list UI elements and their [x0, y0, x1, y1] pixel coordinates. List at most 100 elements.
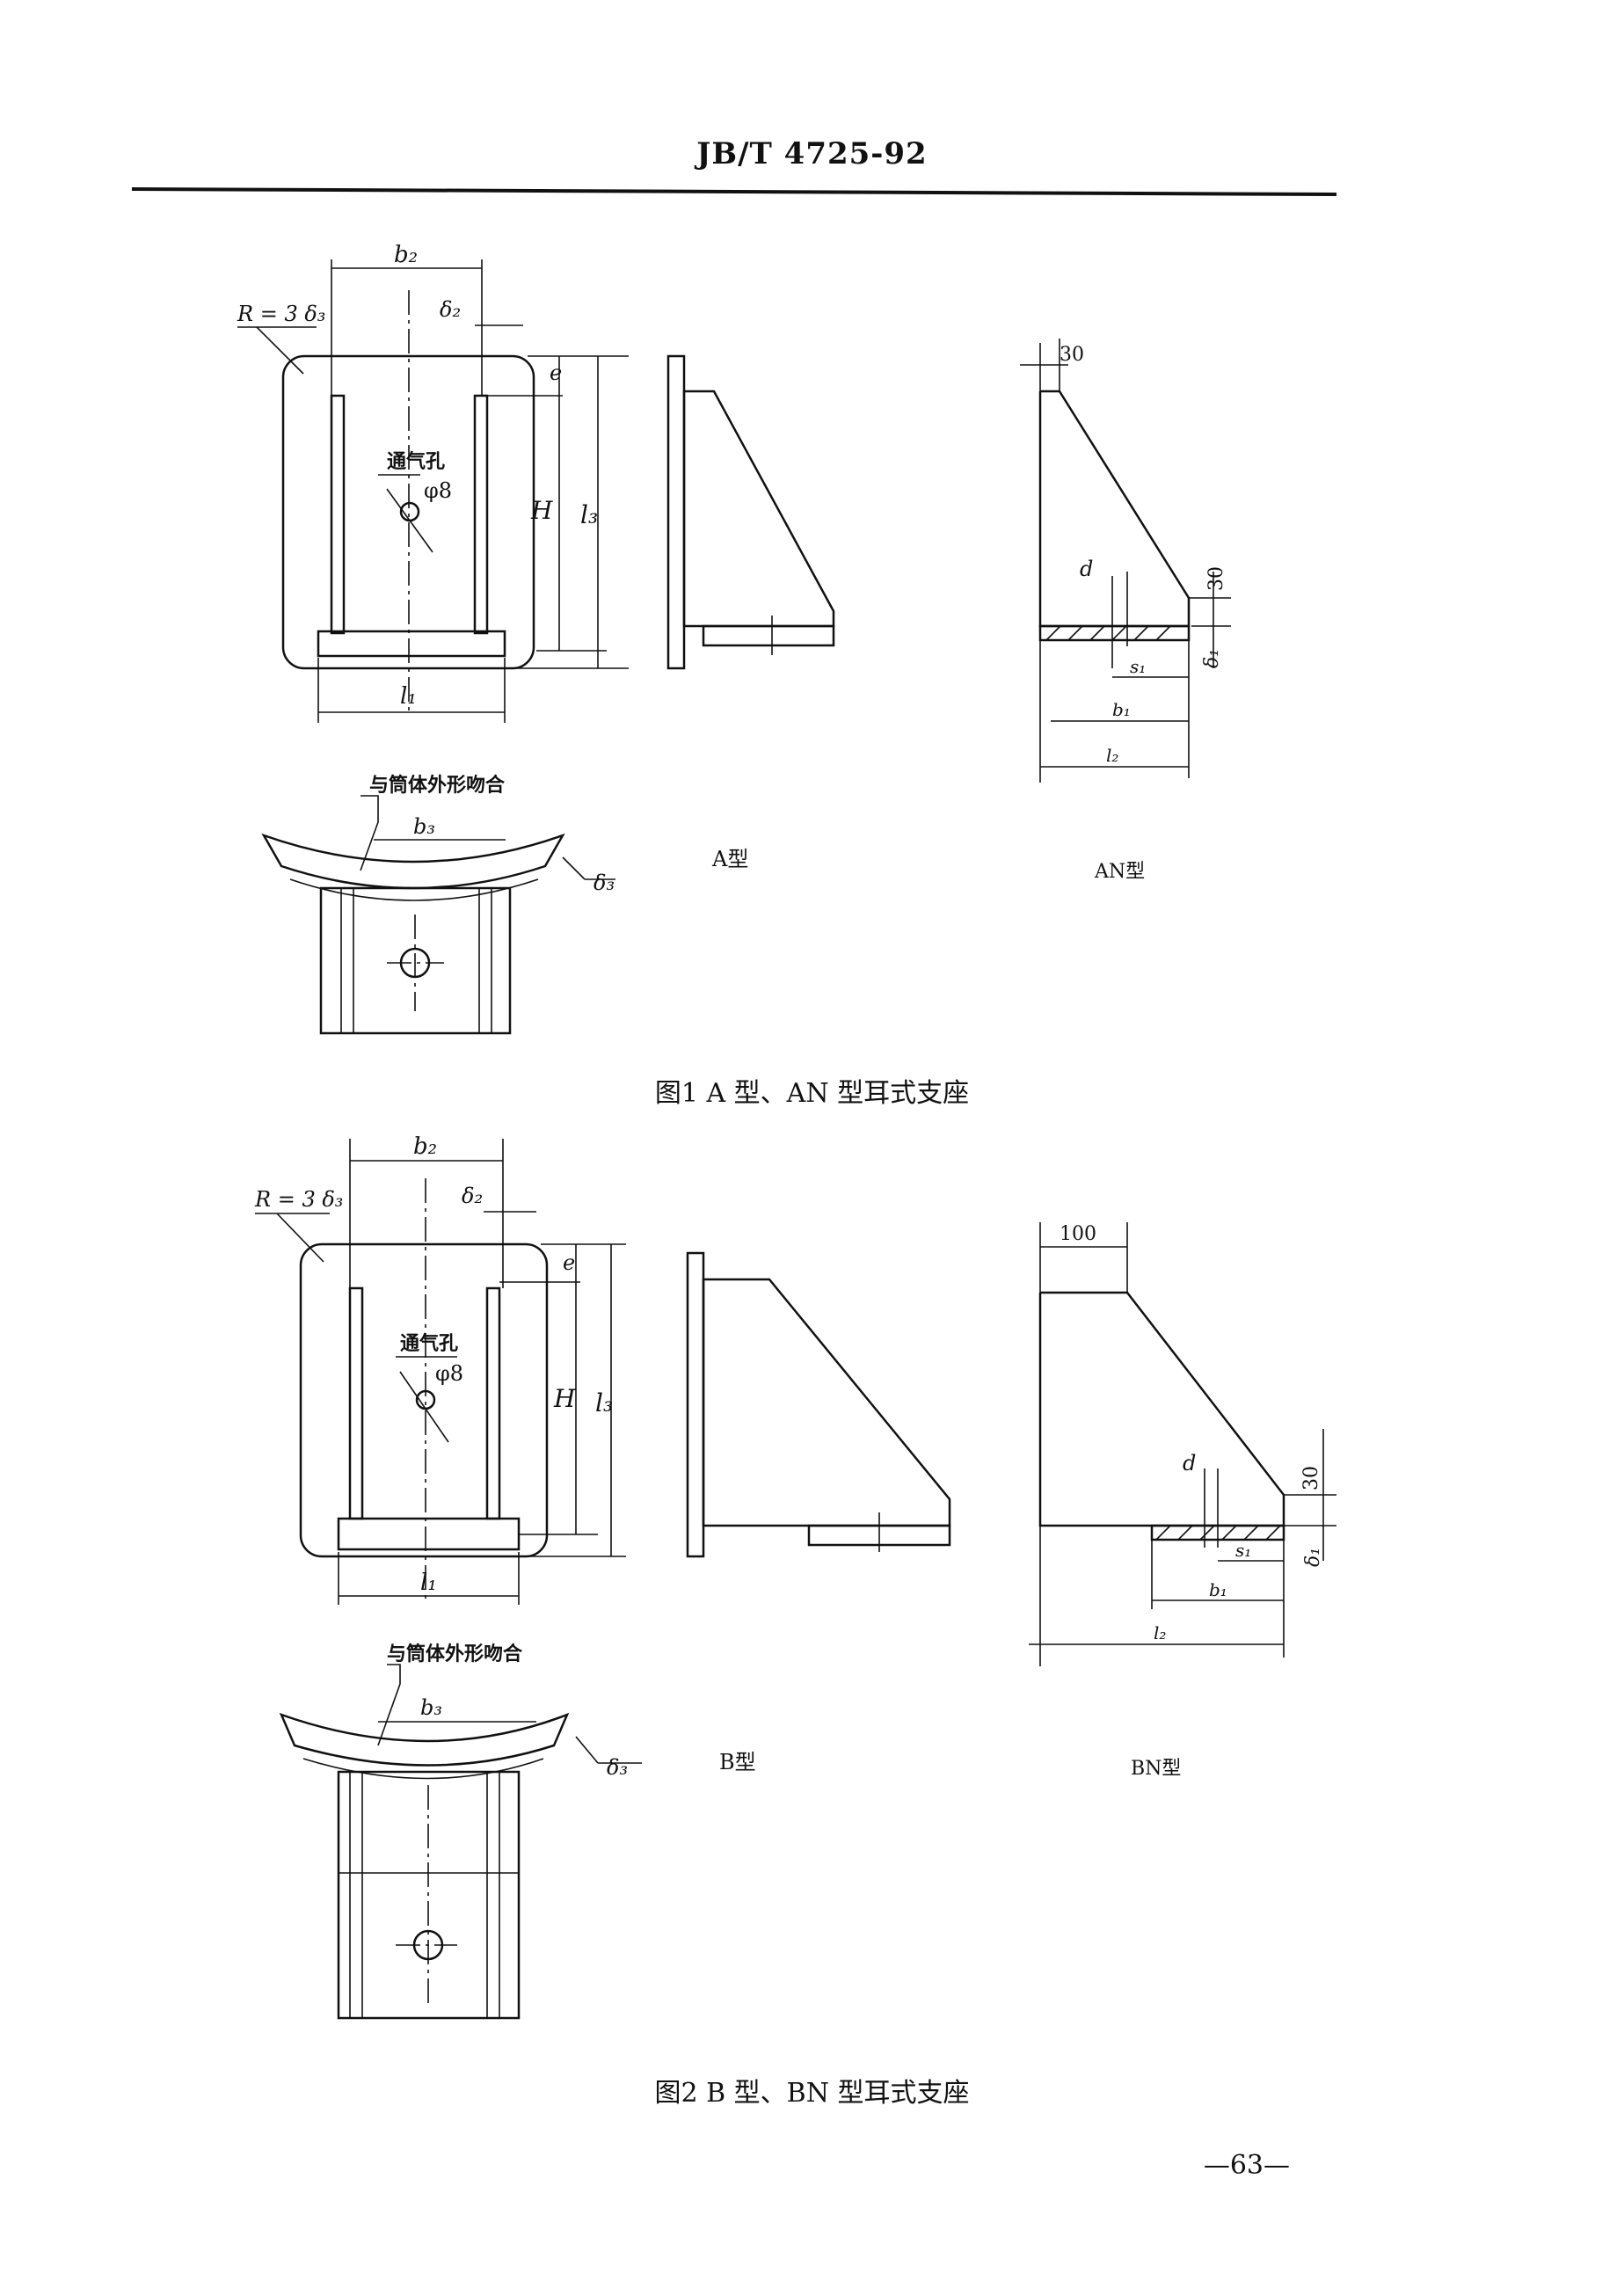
- right-rib: [485, 1286, 501, 1520]
- bn-type-label: BN型: [1131, 1758, 1181, 1780]
- side-base: [702, 624, 835, 647]
- an-b1-label: b₁: [1112, 699, 1131, 720]
- figure1-caption: 图1 A 型、AN 型耳式支座: [654, 1078, 970, 1109]
- figure1-an-view: 30 30 d δ₁ s₁ b₁ l₂ AN型: [1020, 339, 1231, 883]
- vent-label: 通气孔: [400, 1332, 458, 1355]
- an-dim30-top: 30: [1060, 344, 1084, 366]
- delta3-leader: [575, 1736, 599, 1764]
- page-number: —63—: [1203, 2150, 1290, 2181]
- an-delta1-label: δ₁: [1201, 649, 1223, 668]
- b3-label: b₃: [413, 814, 435, 839]
- shell-arc-inner: [302, 1758, 544, 1780]
- phi8-label: φ8: [424, 478, 452, 503]
- b3-label: b₃: [420, 1695, 442, 1720]
- e-label: e: [550, 361, 562, 385]
- delta3-label: δ₃: [594, 871, 615, 895]
- r-label: R = 3 δ₃: [237, 302, 325, 326]
- side-plate: [686, 1251, 705, 1558]
- figure1-side-view: A型: [666, 354, 835, 871]
- side-type-label: A型: [711, 847, 748, 871]
- bn-d-label: d: [1183, 1451, 1196, 1476]
- hatch: [1155, 1525, 1171, 1541]
- bn-s1-label: s₁: [1235, 1540, 1251, 1561]
- base-plate: [317, 630, 506, 658]
- backing-plate: [299, 1242, 549, 1558]
- figure2-caption: 图2 B 型、BN 型耳式支座: [654, 2078, 970, 2109]
- figure2-side-view: B型: [686, 1251, 951, 1774]
- shell-note: 与筒体外形吻合: [369, 774, 506, 797]
- hatch: [1155, 625, 1171, 641]
- figure2-front-view: R = 3 δ₃ b₂ δ₂ e H l₃ l₁ 通气孔 φ8: [254, 1133, 626, 1605]
- page-header: JB/T 4725-92: [696, 136, 928, 171]
- hatch: [1067, 625, 1083, 641]
- an-l2-label: l₂: [1106, 745, 1118, 766]
- base-plate: [337, 1517, 521, 1551]
- delta3-leader: [562, 856, 586, 880]
- side-type-label: B型: [719, 1750, 756, 1774]
- an-s1-label: s₁: [1130, 656, 1146, 677]
- an-profile: [1038, 390, 1191, 628]
- shell-arc: [261, 833, 565, 890]
- l3-label: l₃: [595, 1388, 613, 1417]
- r-label: R = 3 δ₃: [254, 1187, 343, 1212]
- delta2-label: δ₂: [440, 297, 461, 322]
- hatch: [1177, 1525, 1193, 1541]
- bn-dim30-side: 30: [1300, 1466, 1322, 1490]
- top-view-rib-left: [340, 887, 354, 1034]
- hatch: [1243, 1525, 1259, 1541]
- top-view-plate: [337, 1770, 521, 2020]
- right-rib: [473, 394, 489, 635]
- l1-label: l₁: [420, 1570, 437, 1596]
- figure2-top-view: 与筒体外形吻合 b₃ δ₃: [279, 1643, 642, 2020]
- figure1-top-view: 与筒体外形吻合 b₃ δ₃: [261, 774, 615, 1035]
- bn-l2-label: l₂: [1154, 1622, 1166, 1643]
- an-type-label: AN型: [1094, 861, 1145, 883]
- phi8-label: φ8: [435, 1361, 463, 1386]
- side-plate: [666, 354, 686, 670]
- top-view-rib-right: [486, 1771, 500, 2019]
- vent-label: 通气孔: [387, 450, 445, 473]
- left-rib: [330, 394, 346, 635]
- b2-label: b₂: [413, 1133, 437, 1160]
- hatch: [1045, 625, 1061, 641]
- bn-b1-label: b₁: [1209, 1579, 1227, 1600]
- delta2-label: δ₂: [462, 1184, 483, 1208]
- side-rib: [702, 1278, 951, 1527]
- left-rib: [348, 1286, 364, 1520]
- shell-note-leader: [377, 1664, 401, 1746]
- top-view-rib-right: [478, 887, 492, 1034]
- r-leader: [276, 1213, 324, 1263]
- delta3-label: δ₃: [607, 1755, 628, 1780]
- figure2-bn-view: 100 30 d δ₁ s₁ b₁ l₂ BN型: [1029, 1222, 1336, 1780]
- hatch: [1199, 1525, 1215, 1541]
- bn-profile: [1038, 1291, 1285, 1527]
- bn-dim100: 100: [1060, 1223, 1096, 1245]
- top-view-plate: [319, 886, 512, 1035]
- bn-delta1-label: δ₁: [1302, 1548, 1324, 1567]
- shell-arc-inner: [289, 878, 539, 901]
- h-label: H: [530, 496, 553, 525]
- hatch: [1133, 625, 1149, 641]
- side-rib: [682, 390, 835, 628]
- l1-label: l₁: [400, 683, 417, 710]
- shell-note-leader: [360, 795, 379, 871]
- b2-label: b₂: [394, 242, 418, 268]
- vent-leader: [399, 1371, 449, 1443]
- h-label: H: [553, 1384, 576, 1413]
- r-leader: [256, 326, 304, 375]
- hatch: [1221, 1525, 1237, 1541]
- an-d-label: d: [1080, 557, 1093, 581]
- shell-arc: [279, 1712, 570, 1767]
- l3-label: l₃: [580, 500, 598, 529]
- an-dim30-side: 30: [1205, 566, 1227, 591]
- hatch: [1111, 625, 1127, 641]
- shell-note: 与筒体外形吻合: [387, 1643, 523, 1665]
- top-view-rib-left: [349, 1771, 363, 2019]
- hatch: [1265, 1525, 1281, 1541]
- vent-leader: [386, 488, 433, 553]
- e-label: e: [563, 1250, 575, 1275]
- hatch: [1089, 625, 1105, 641]
- figure1-front-view: R = 3 δ₃ b₂ δ₂ e H l₃ l₁ 通气孔 φ8: [237, 242, 629, 723]
